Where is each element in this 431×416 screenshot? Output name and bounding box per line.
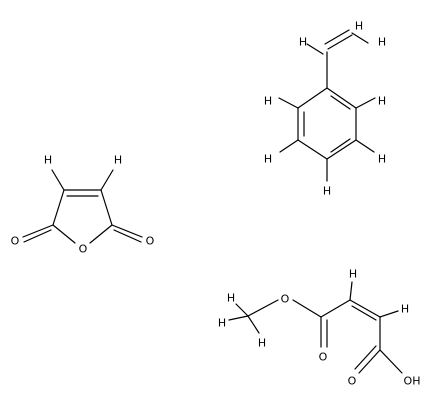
styrene-h-ring-4: H [378, 153, 386, 166]
styrene-bonds [278, 29, 376, 182]
styrene-h-vinyl-3: H [378, 36, 386, 49]
styrene-h-ring-5: H [323, 185, 331, 198]
maleic-anhydride-molecule: H H O O O [11, 154, 155, 256]
styrene-h-ring-3: H [264, 153, 272, 166]
monomethyl-maleate-methyl-h-2: H [218, 317, 226, 330]
maleic-anhydride-ring-o: O [79, 243, 88, 256]
monomethyl-maleate-ester-o: O [281, 293, 290, 306]
monomethyl-maleate-bonds [228, 281, 403, 374]
monomethyl-maleate-atom-labels: H H H O O H H O OH [218, 268, 421, 388]
maleic-anhydride-bonds [22, 169, 143, 244]
styrene-h-ring-2: H [378, 95, 386, 108]
styrene-atom-labels: H H H H H H H H [264, 20, 386, 198]
monomethyl-maleate-ester-carbonyl-o: O [319, 351, 328, 364]
maleic-anhydride-h-1: H [44, 154, 52, 167]
monomethyl-maleate-vinyl-h-1: H [349, 268, 357, 281]
monomethyl-maleate-molecule: H H H O O H H O OH [218, 268, 421, 388]
maleic-anhydride-h-2: H [114, 154, 122, 167]
maleic-anhydride-atom-labels: H H O O O [11, 154, 155, 256]
maleic-anhydride-carbonyl-o-right: O [146, 235, 155, 248]
maleic-anhydride-carbonyl-o-left: O [11, 235, 20, 248]
monomethyl-maleate-hydroxyl: OH [404, 375, 421, 388]
monomethyl-maleate-vinyl-h-2: H [401, 303, 409, 316]
styrene-h-vinyl-1: H [299, 36, 307, 49]
monomethyl-maleate-methyl-h-1: H [227, 292, 235, 305]
styrene-molecule: H H H H H H H H [264, 20, 386, 198]
styrene-h-vinyl-2: H [355, 20, 363, 33]
monomethyl-maleate-acid-carbonyl-o: O [348, 375, 357, 388]
styrene-h-ring-1: H [264, 95, 272, 108]
monomethyl-maleate-methyl-h-3: H [258, 337, 266, 350]
